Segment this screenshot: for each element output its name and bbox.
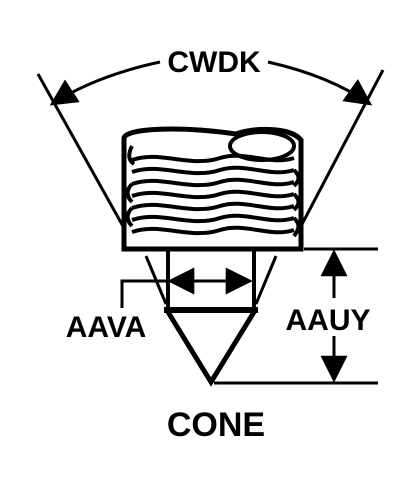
tip-diameter-leader (120, 279, 172, 308)
angle-arc-right (267, 60, 373, 106)
angle-arc-left (49, 60, 161, 106)
tip-diameter-label: AAVA (66, 311, 147, 344)
angle-extension-line-right (298, 69, 385, 229)
figure-caption: CONE (167, 406, 265, 444)
cone-length-label: AAUY (285, 304, 370, 337)
angle-extension-line-left (36, 73, 126, 229)
angle-dimension-label: CWDK (167, 46, 261, 79)
cone-point (144, 249, 278, 387)
threaded-body (121, 126, 304, 252)
